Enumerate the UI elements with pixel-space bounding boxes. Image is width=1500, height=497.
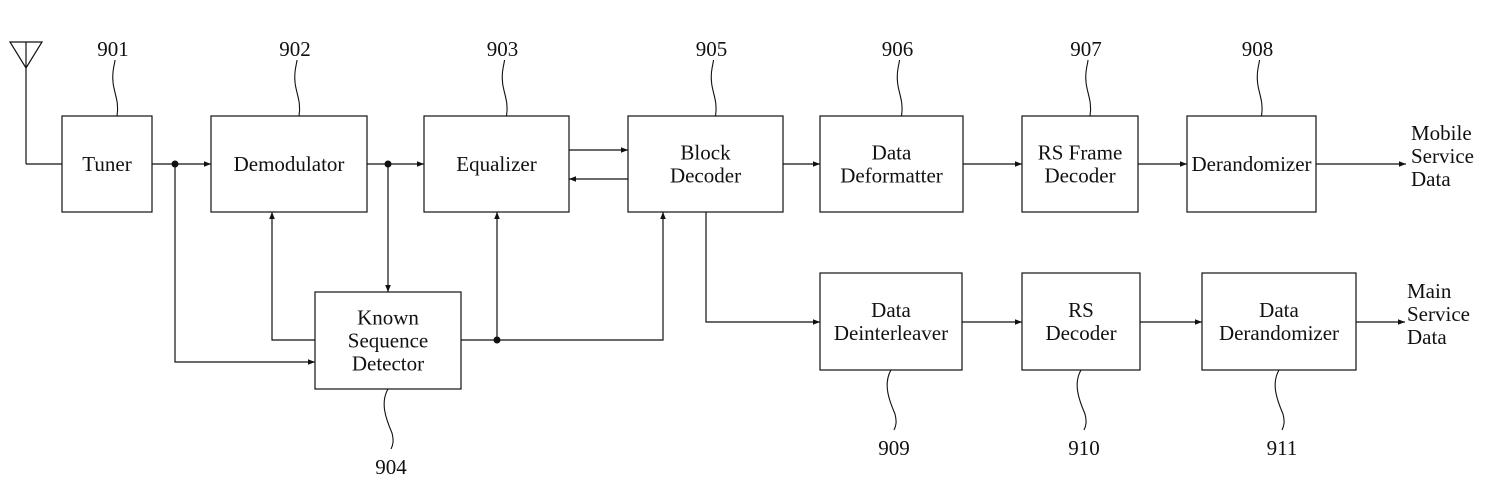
leader-line [1275,370,1284,430]
leader-line [384,389,393,449]
rs-decoder-label: Decoder [1045,321,1116,345]
block-derandomizer: Derandomizer 908 [1187,37,1316,212]
leader-line [897,60,902,116]
block-data-deinterleaver: DataDeinterleaver 909 [820,273,962,460]
block-data-derandomizer: DataDerandomizer 911 [1202,273,1356,460]
equalizer-label: Equalizer [456,152,536,176]
derandomizer-label: Derandomizer [1191,152,1311,176]
known-sequence-detector-label: Detector [352,352,424,376]
leader-line [113,60,118,116]
main-service-data-label: Service [1407,302,1470,326]
reference-number: 902 [279,37,311,61]
block-demodulator: Demodulator 902 [211,37,367,212]
data-deformatter-label: Deformatter [840,164,943,188]
leader-line [887,370,896,430]
reference-number: 906 [882,37,914,61]
reference-number: 908 [1242,37,1274,61]
wire-ksd-demodulator [272,212,315,340]
wire-blockdecoder-deinterleaver [706,212,820,322]
known-sequence-detector-label: Known [357,306,419,330]
leader-line [502,60,507,116]
block-rs-frame-decoder: RS FrameDecoder 907 [1022,37,1138,212]
rs-frame-decoder-label: Decoder [1044,164,1115,188]
reference-number: 907 [1070,37,1102,61]
output-main-service-data: MainServiceData [1407,279,1470,349]
wire-ksd-blockdecoder [461,212,663,340]
main-service-data-label: Data [1407,325,1447,349]
reference-number: 910 [1068,436,1100,460]
demodulator-label: Demodulator [234,152,345,176]
leader-line [711,60,716,116]
leader-line [295,60,300,116]
reference-number: 911 [1267,436,1298,460]
rs-frame-decoder-label: RS Frame [1038,141,1123,165]
data-derandomizer-label: Data [1259,298,1299,322]
reference-number: 901 [97,37,129,61]
reference-number: 905 [696,37,728,61]
data-deinterleaver-label: Deinterleaver [834,321,948,345]
leader-line [1077,370,1086,430]
output-mobile-service-data: MobileServiceData [1411,121,1474,191]
antenna-icon [10,42,62,164]
block-equalizer: Equalizer 903 [424,37,569,212]
mobile-service-data-label: Data [1411,167,1451,191]
data-derandomizer-label: Derandomizer [1219,321,1339,345]
block-block-decoder: BlockDecoder 905 [628,37,783,212]
known-sequence-detector-label: Sequence [348,329,428,353]
reference-number: 904 [375,455,407,479]
block-decoder-label: Decoder [670,164,741,188]
block-known-sequence-detector: KnownSequenceDetector 904 [315,292,461,479]
data-deinterleaver-label: Data [871,298,911,322]
reference-number: 903 [487,37,519,61]
main-service-data-label: Main [1407,279,1452,303]
block-tuner: Tuner 901 [62,37,152,212]
mobile-service-data-label: Mobile [1411,121,1472,145]
mobile-service-data-label: Service [1411,144,1474,168]
data-deformatter-label: Data [872,141,912,165]
leader-line [1086,60,1091,116]
block-data-deformatter: DataDeformatter 906 [820,37,963,212]
leader-line [1257,60,1262,116]
reference-number: 909 [878,436,910,460]
tuner-label: Tuner [82,152,131,176]
block-decoder-label: Block [680,141,731,165]
block-rs-decoder: RSDecoder 910 [1022,273,1140,460]
rs-decoder-label: RS [1068,298,1094,322]
